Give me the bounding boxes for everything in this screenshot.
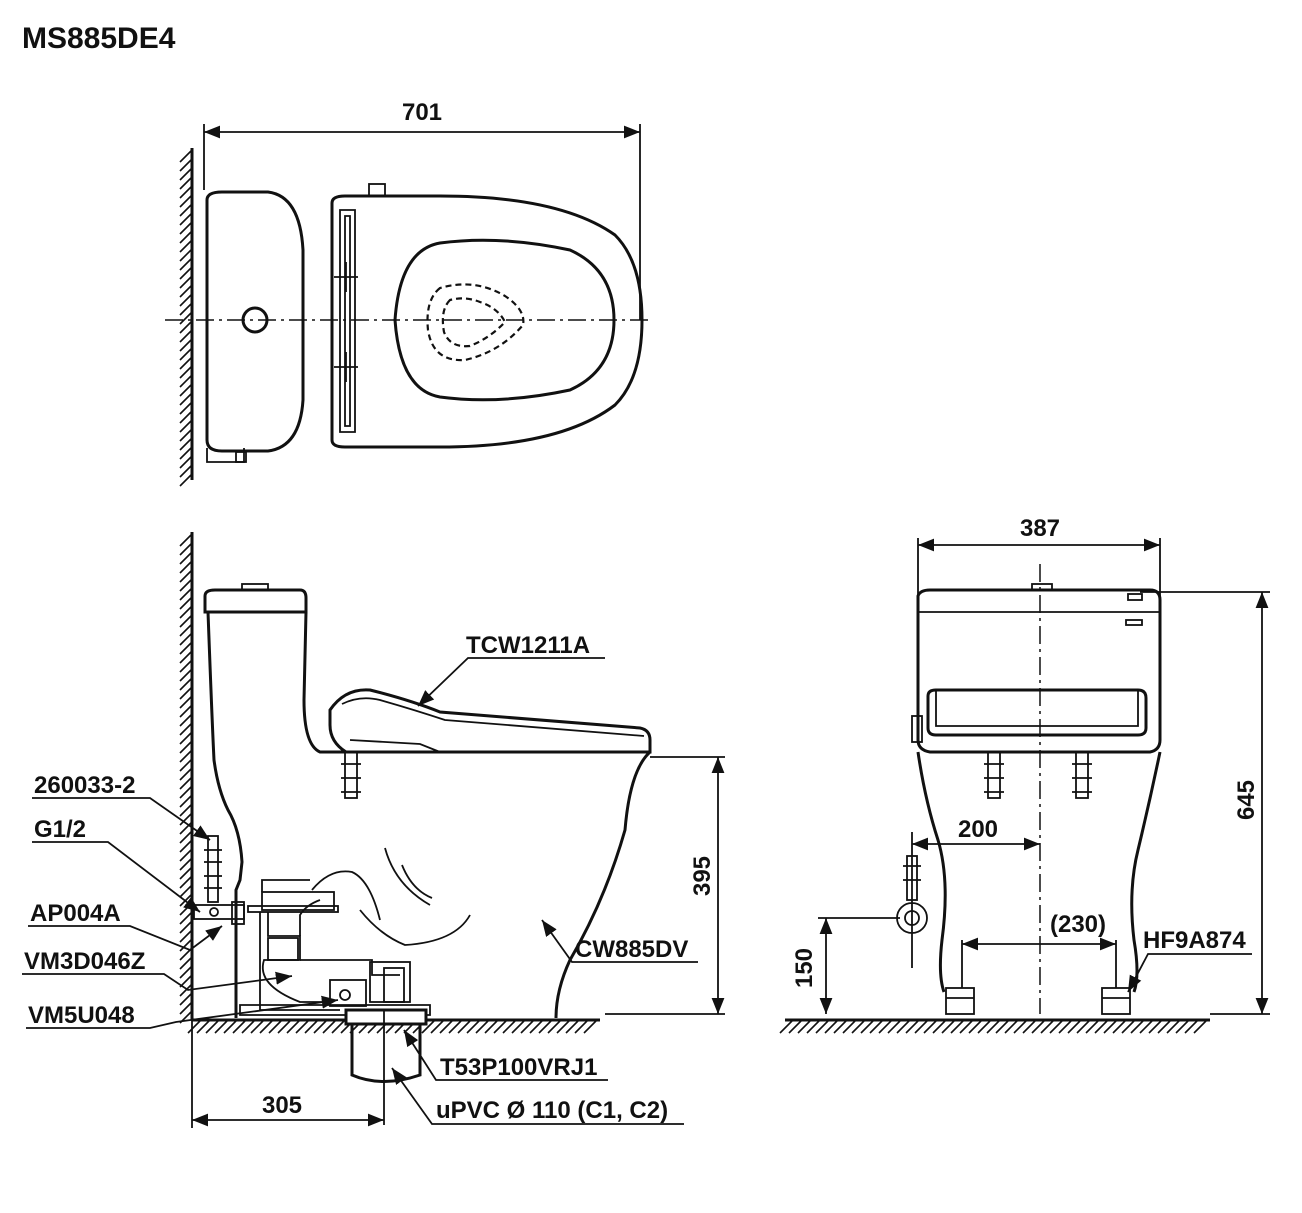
dimension-bolt-spacing: (230) <box>961 911 1117 988</box>
label-seat: TCW1211A <box>466 632 590 659</box>
dimension-inlet-offset-label: 200 <box>958 816 998 843</box>
dimension-length: 701 <box>203 99 641 320</box>
leader-supply-hose: 260033-2 <box>32 772 211 841</box>
drawing-title: MS885DE4 <box>22 22 176 55</box>
leader-bolt-cap: HF9A874 <box>1127 927 1252 993</box>
dimension-seat-height: 395 <box>605 756 725 1015</box>
front-view: 387 645 200 (230) 150 HF9 <box>779 515 1270 1034</box>
leader-flush-valve: VM5U048 <box>26 995 339 1029</box>
leader-fill-valve: VM3D046Z <box>22 948 293 991</box>
label-supply-hose: 260033-2 <box>34 772 135 799</box>
side-view-supply <box>193 835 245 925</box>
label-fill-valve: VM3D046Z <box>24 948 145 975</box>
leader-drain-pipe: uPVC Ø 110 (C1, C2) <box>391 1067 684 1125</box>
side-view-flush-assembly <box>239 879 431 1016</box>
dimension-width-label: 387 <box>1020 515 1060 542</box>
top-view-seat <box>330 194 644 449</box>
label-flange: T53P100VRJ1 <box>440 1054 597 1081</box>
front-view-floor-bolts <box>945 987 1131 1015</box>
leader-inlet-thread: G1/2 <box>32 816 201 913</box>
front-view-hinge-bolts <box>984 751 1092 799</box>
trapway-curve-2 <box>359 909 471 946</box>
dimension-height-label: 645 <box>1233 780 1260 820</box>
dimension-width: 387 <box>917 515 1161 600</box>
dimension-inlet-height-label: 150 <box>791 948 818 988</box>
leader-angle-valve: AP004A <box>28 900 223 952</box>
trapway-curve-1 <box>384 847 431 906</box>
front-view-body <box>916 751 1162 993</box>
dimension-inlet-offset: 200 <box>912 816 1040 851</box>
dimension-height: 645 <box>1140 591 1270 1015</box>
dimension-inlet-height: 150 <box>791 917 900 1014</box>
top-view-valve <box>206 448 245 463</box>
label-flush-valve: VM5U048 <box>28 1002 135 1029</box>
front-view-supply-inlet <box>896 832 928 968</box>
side-view-tank-lid <box>203 588 308 614</box>
front-view-tank <box>916 588 1162 754</box>
dimension-rough-in: 305 <box>191 1020 384 1128</box>
side-view-body <box>206 611 652 1019</box>
top-view: 701 <box>165 99 652 487</box>
top-view-wall <box>179 148 194 487</box>
top-view-water-well <box>426 283 525 362</box>
label-bowl: CW885DV <box>575 936 688 963</box>
side-view-seat <box>328 688 652 754</box>
label-angle-valve: AP004A <box>30 900 121 927</box>
dimension-length-label: 701 <box>402 99 442 126</box>
front-view-seat <box>926 688 1148 737</box>
side-view-drain <box>344 1008 428 1125</box>
dimension-seat-height-label: 395 <box>689 856 716 896</box>
side-view: 395 305 TCW1211A 260033-2 G1/2 AP004A <box>22 532 725 1128</box>
label-inlet-thread: G1/2 <box>34 816 86 843</box>
top-view-tank <box>205 190 305 453</box>
label-bolt-cap: HF9A874 <box>1143 927 1246 954</box>
leader-bowl: CW885DV <box>541 919 698 963</box>
dimension-rough-in-label: 305 <box>262 1092 302 1119</box>
dimension-bolt-spacing-label: (230) <box>1050 911 1106 938</box>
leader-flange: T53P100VRJ1 <box>403 1029 608 1081</box>
top-view-hinges <box>334 262 358 382</box>
side-view-hinge-bolt <box>341 751 361 799</box>
label-drain-pipe: uPVC Ø 110 (C1, C2) <box>436 1097 668 1124</box>
leader-seat: TCW1211A <box>417 632 605 707</box>
